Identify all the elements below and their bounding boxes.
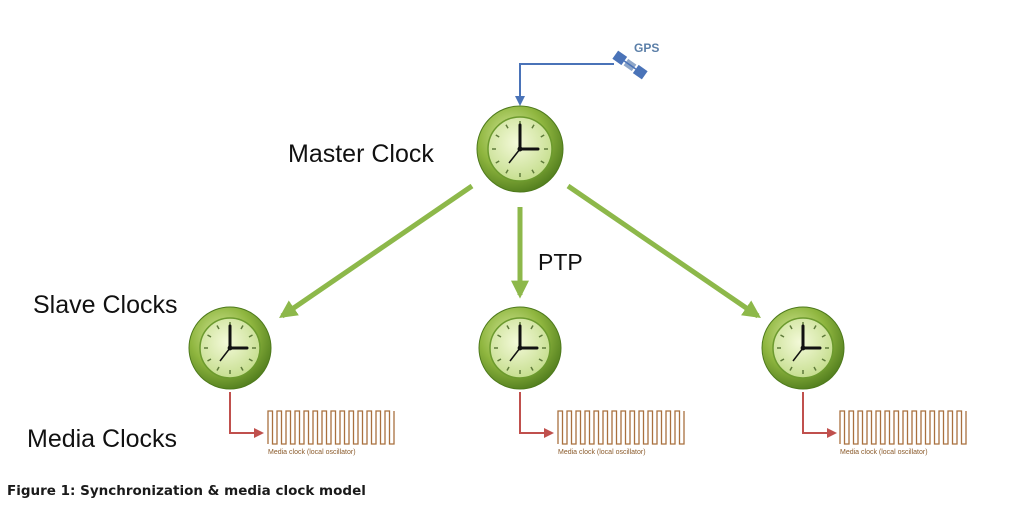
media-clock-waveform xyxy=(839,410,967,445)
media-clock-wave-label: Media clock (local oscillator) xyxy=(840,449,928,456)
slave-clock-icon xyxy=(761,306,845,390)
media-clock-waveform xyxy=(557,410,685,445)
gps-arrow xyxy=(515,63,614,106)
media-clocks-label: Media Clocks xyxy=(27,425,177,453)
media-clock-arrow xyxy=(229,392,264,438)
media-clock-wave-label: Media clock (local oscillator) xyxy=(268,449,356,456)
media-clock-arrow xyxy=(802,392,837,438)
media-clock-waveform xyxy=(267,410,395,445)
slave-clock-icon xyxy=(478,306,562,390)
ptp-arrow-left xyxy=(279,183,474,319)
slave-clocks-label: Slave Clocks xyxy=(33,291,178,319)
media-clock-arrow xyxy=(519,392,554,438)
slave-clock-icon xyxy=(188,306,272,390)
gps-label: GPS xyxy=(634,41,659,55)
ptp-arrow-right xyxy=(566,183,761,319)
figure-caption: Figure 1: Synchronization & media clock … xyxy=(7,483,366,499)
gps-satellite-icon xyxy=(612,50,648,80)
master-clock-label: Master Clock xyxy=(288,140,434,168)
media-clock-wave-label: Media clock (local oscillator) xyxy=(558,449,646,456)
ptp-label: PTP xyxy=(538,249,583,275)
master-clock-icon xyxy=(476,105,564,193)
